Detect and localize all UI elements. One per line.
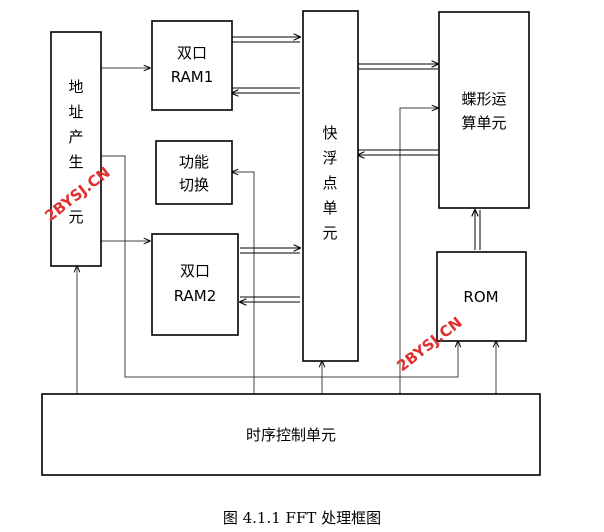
- connection-lines: [77, 68, 496, 394]
- svg-text:RAM2: RAM2: [174, 287, 217, 305]
- butterfly-label: 蝶形运 算单元: [461, 90, 506, 132]
- ram1-label: 双口 RAM1: [171, 44, 214, 86]
- function-switch-box: [155, 140, 233, 205]
- address-generator-label: 地 址 产 生 元: [68, 78, 83, 226]
- svg-text:生: 生: [68, 153, 83, 171]
- svg-text:浮: 浮: [322, 149, 337, 167]
- svg-text:单: 单: [322, 199, 337, 217]
- svg-text:元: 元: [68, 208, 83, 226]
- svg-text:蝶形运: 蝶形运: [461, 90, 506, 108]
- timing-control-box: [41, 393, 541, 476]
- address-generator-box: [50, 31, 102, 267]
- svg-text:算单元: 算单元: [461, 114, 506, 132]
- svg-text:址: 址: [68, 103, 83, 121]
- watermark-right: 2BYSJ.CN: [393, 313, 465, 375]
- svg-text:产: 产: [68, 128, 83, 146]
- butterfly-box: [438, 11, 530, 209]
- svg-text:切换: 切换: [179, 176, 209, 194]
- fpu-box: [302, 10, 359, 362]
- rom-label: ROM: [463, 288, 498, 306]
- svg-text:功能: 功能: [179, 153, 209, 171]
- svg-text:双口: 双口: [180, 262, 210, 280]
- figure-caption: 图 4.1.1 FFT 处理框图: [223, 509, 381, 527]
- ram2-label: 双口 RAM2: [174, 262, 217, 305]
- function-switch-label: 功能 切换: [179, 153, 209, 194]
- rom-box: [436, 251, 527, 342]
- svg-text:快: 快: [322, 124, 337, 142]
- svg-text:地: 地: [68, 78, 83, 96]
- svg-text:元: 元: [322, 224, 337, 242]
- ram1-box: [151, 20, 233, 111]
- svg-text:双口: 双口: [177, 44, 207, 62]
- svg-text:点: 点: [322, 174, 337, 192]
- svg-text:RAM1: RAM1: [171, 68, 214, 86]
- fpu-label: 快 浮 点 单 元: [322, 124, 337, 242]
- ram2-box: [151, 233, 239, 336]
- timing-control-label: 时序控制单元: [246, 426, 336, 444]
- bus-arrows: [232, 37, 481, 302]
